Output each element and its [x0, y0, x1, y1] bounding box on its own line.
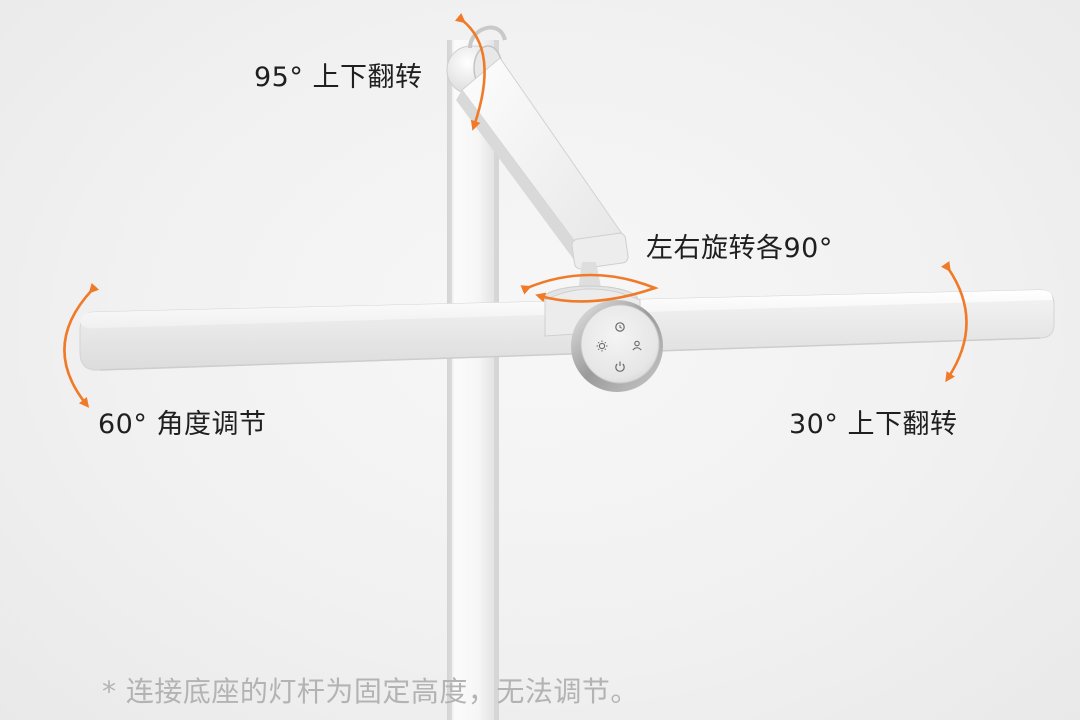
- joint-tilt-label: 95° 上下翻转: [254, 62, 423, 93]
- tilt-arrow-right: [941, 261, 968, 383]
- tilt-arrow-top: [454, 12, 486, 131]
- brightness-icon[interactable]: [596, 340, 608, 352]
- rotate-arrow-head: [520, 273, 659, 303]
- clock-icon[interactable]: [615, 322, 625, 332]
- control-dial: [571, 300, 663, 392]
- power-icon[interactable]: [615, 361, 625, 372]
- lamp-arm: [456, 57, 629, 270]
- head-rotate-label: 左右旋转各90°: [646, 233, 833, 264]
- footnote: * 连接底座的灯杆为固定高度，无法调节。: [102, 675, 639, 708]
- user-icon[interactable]: [632, 340, 642, 351]
- left-angle-label: 60° 角度调节: [98, 409, 267, 440]
- right-tilt-label: 30° 上下翻转: [789, 409, 958, 440]
- lamp-pole: [447, 40, 499, 720]
- angle-arrow-left: [63, 282, 100, 408]
